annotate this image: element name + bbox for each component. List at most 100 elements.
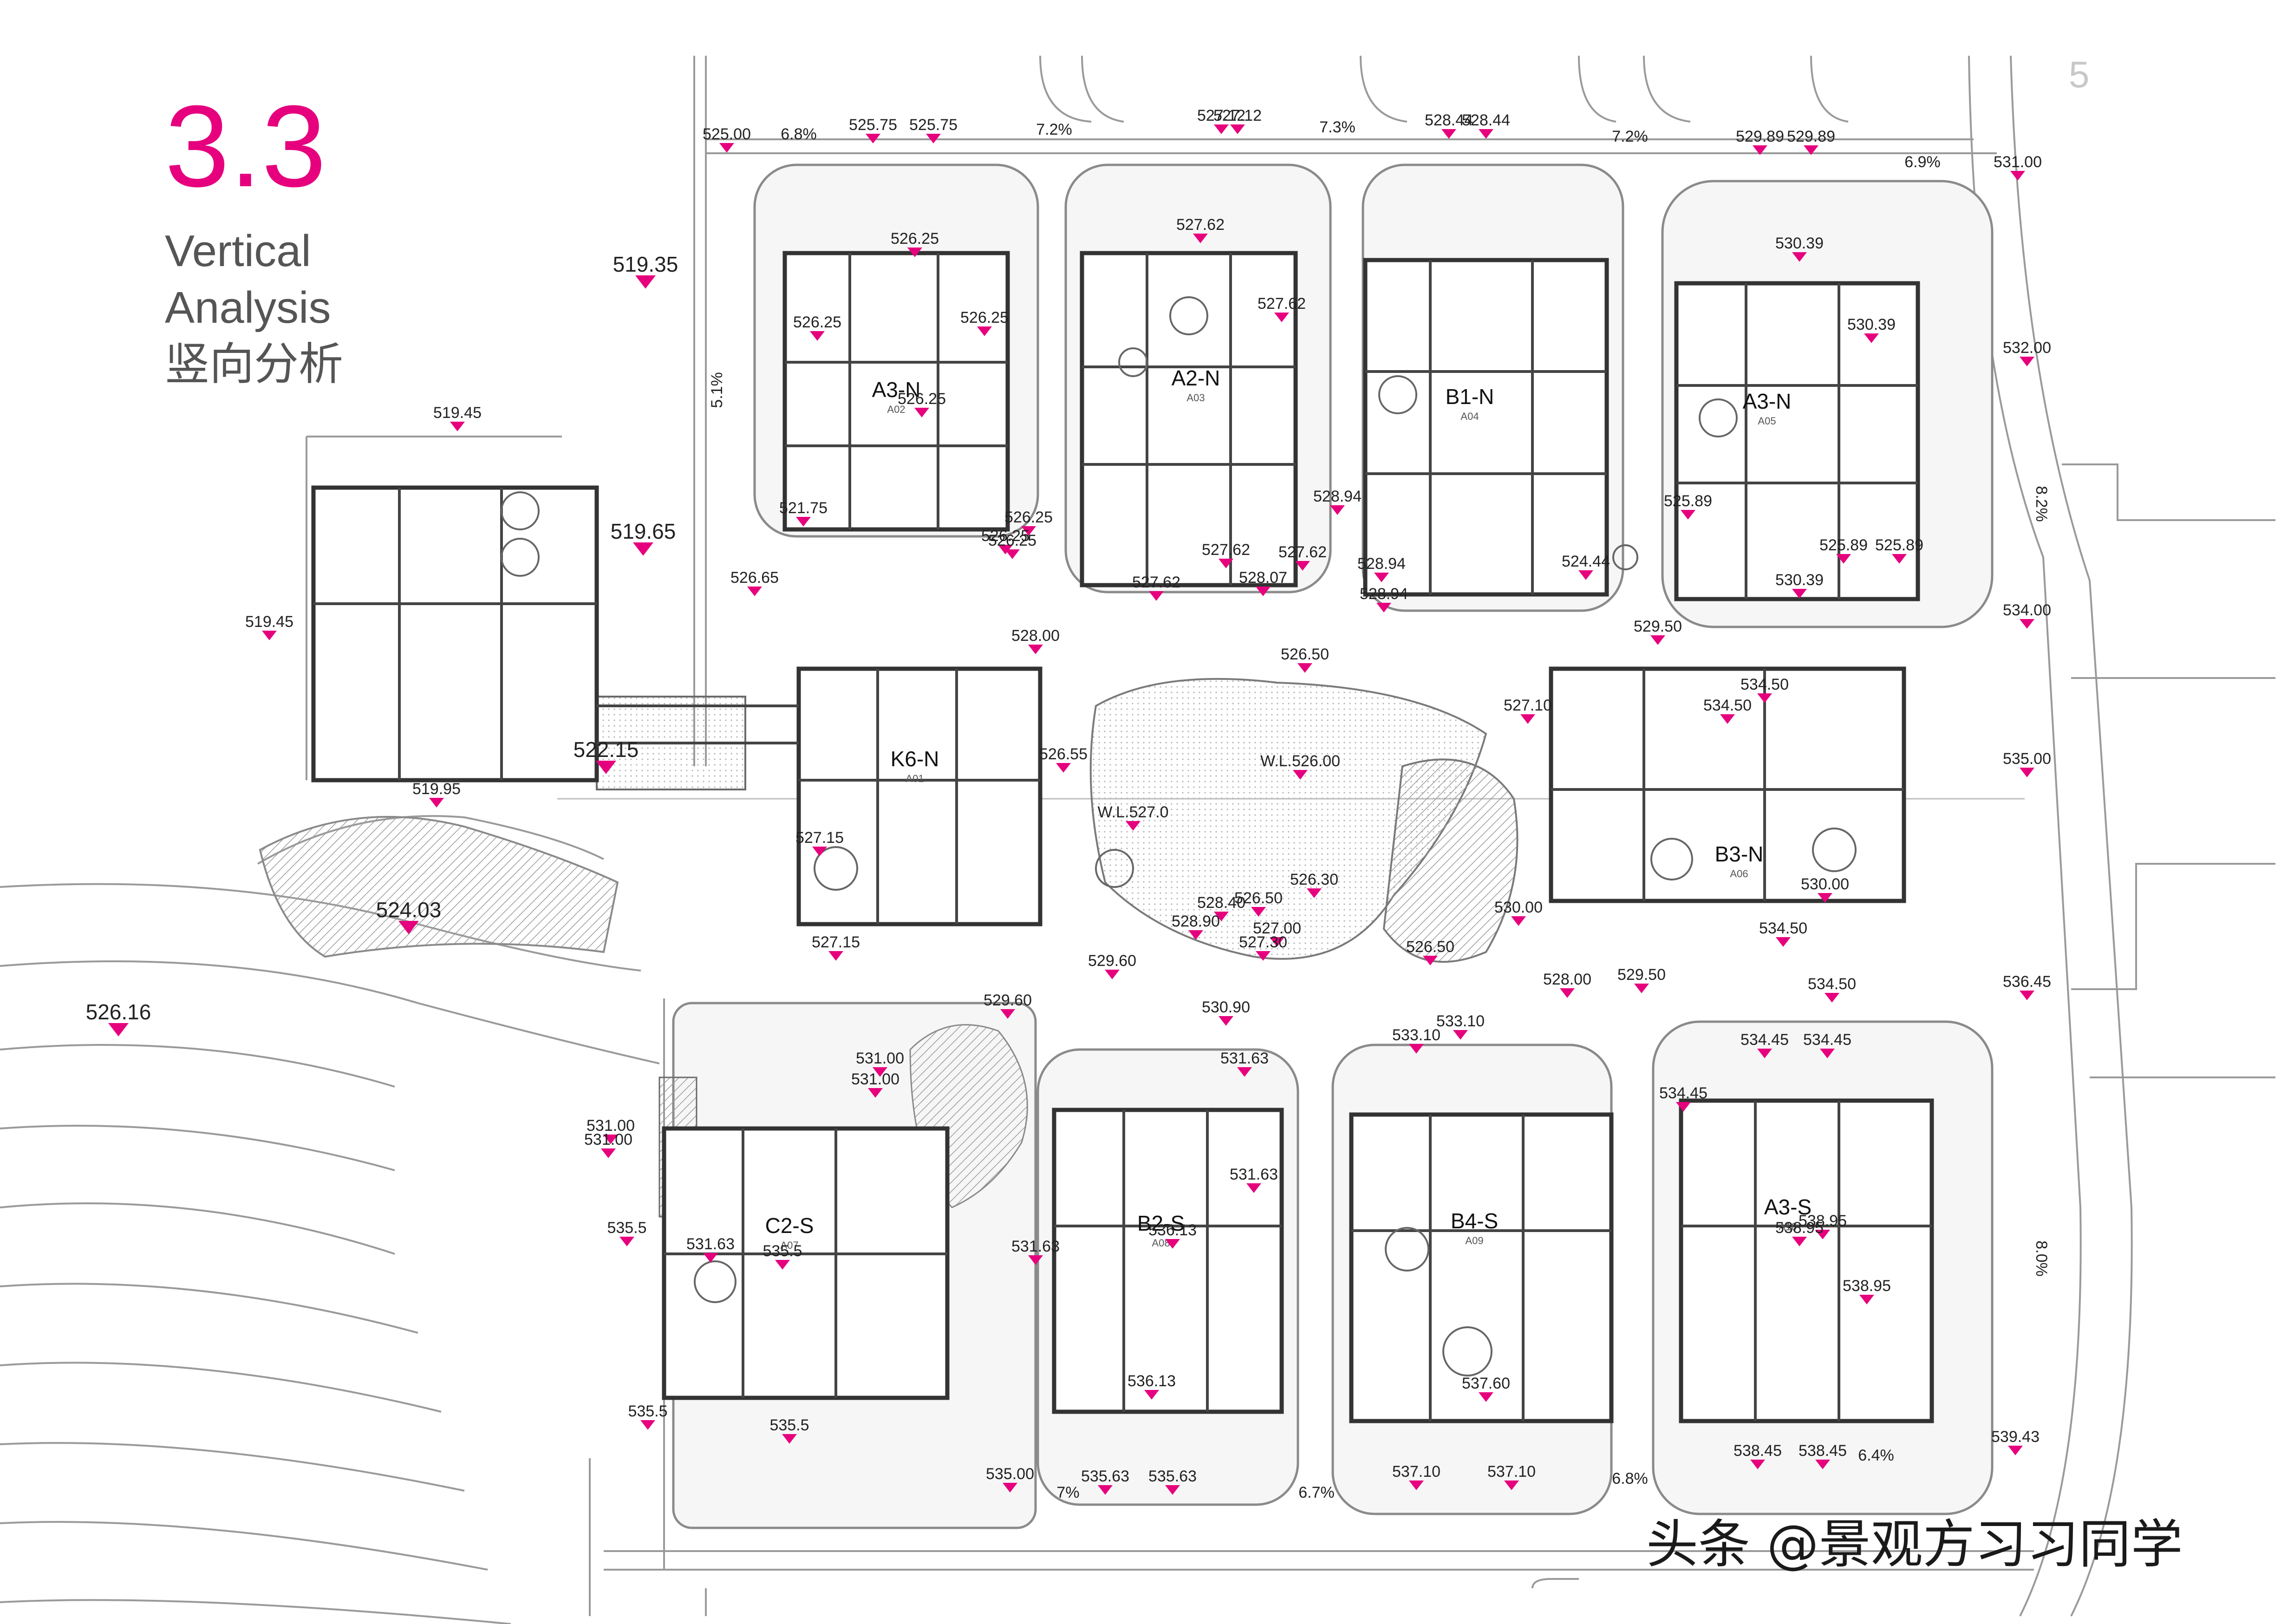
elevation-label: 527.12	[1213, 107, 1262, 124]
building-outlines	[311, 251, 1934, 1423]
elevation-marker-triangle	[1028, 645, 1043, 654]
elevation-marker-triangle	[703, 1253, 718, 1263]
elevation-marker-triangle	[2020, 768, 2034, 777]
elevation-label: 530.39	[1775, 235, 1824, 252]
elevation-label: 538.95	[1843, 1277, 1891, 1295]
unit-label: B2-S	[1137, 1211, 1185, 1235]
elevation-label: 531.63	[1011, 1238, 1060, 1255]
elevation-marker-triangle	[796, 517, 811, 527]
elevation-marker-triangle	[1634, 984, 1649, 993]
elevation-label: 528.00	[1011, 627, 1060, 645]
elevation-marker-triangle	[1098, 1485, 1113, 1495]
elevation-label: W.L.527.0	[1097, 803, 1168, 821]
elevation-label: 535.5	[763, 1242, 802, 1260]
elevation-marker-triangle	[429, 798, 444, 808]
elevation-marker-triangle	[1676, 1102, 1691, 1112]
elevation-label: 531.00	[856, 1050, 904, 1067]
elevation-label: 527.10	[1504, 697, 1552, 714]
unit-label: C2-S	[765, 1213, 814, 1238]
elevation-marker-triangle	[1578, 570, 1593, 580]
elevation-label: 529.89	[1787, 128, 1835, 145]
elevation-marker-triangle	[1859, 1295, 1874, 1304]
elevation-marker-triangle	[1825, 993, 1839, 1003]
unit-label: A2-N	[1172, 366, 1220, 390]
elevation-label: 538.45	[1734, 1442, 1782, 1460]
elevation-marker-triangle	[1804, 145, 1818, 155]
elevation-label: 527.62	[1132, 574, 1180, 591]
elevation-marker-triangle	[1214, 124, 1229, 134]
elevation-marker-triangle	[1757, 693, 1772, 703]
elevation-label: 526.50	[1234, 889, 1283, 907]
elevation-label: 526.50	[1406, 938, 1454, 956]
elevation-label: 528.94	[1360, 585, 1408, 603]
elevation-label: 529.89	[1736, 128, 1784, 145]
page-number: 5	[2069, 54, 2090, 95]
elevation-marker-triangle	[1504, 1481, 1519, 1490]
elevation-label: 525.00	[703, 125, 751, 143]
elevation-marker-triangle	[1270, 937, 1284, 947]
elevation-marker-triangle	[1681, 510, 1695, 520]
elevation-label: 530.00	[1494, 899, 1543, 916]
elevation-marker-triangle	[1237, 1067, 1252, 1077]
elevation-label: 535.63	[1148, 1467, 1197, 1485]
elevation-label: 527.00	[1253, 920, 1301, 937]
elevation-marker-triangle	[1000, 1009, 1015, 1019]
elevation-marker-triangle	[1021, 526, 1036, 536]
elevation-marker-triangle	[2020, 619, 2034, 629]
elevation-marker-triangle	[1297, 663, 1312, 673]
unit-code-label: A05	[1758, 415, 1776, 427]
slope-label: 6.8%	[781, 125, 817, 143]
slope-label: 8.0%	[2033, 1240, 2050, 1277]
elevation-label: 528.94	[1313, 488, 1362, 505]
elevation-label: 538.95	[1775, 1219, 1824, 1237]
elevation-label: 531.63	[1230, 1166, 1278, 1183]
slope-label: 5.1%	[708, 372, 726, 408]
elevation-label: 526.25	[891, 230, 939, 248]
elevation-marker-triangle	[603, 1135, 618, 1144]
elevation-marker-triangle	[1105, 970, 1120, 979]
elevation-label: W.L.526.00	[1260, 752, 1340, 770]
elevation-marker-triangle	[596, 761, 616, 774]
elevation-marker-triangle	[1188, 930, 1203, 940]
unit-code-label: A01	[906, 773, 924, 784]
section-title: Vertical Analysis 竖向分析	[165, 223, 343, 393]
slope-label: 7.2%	[1612, 128, 1648, 145]
elevation-label: 531.00	[1994, 153, 2042, 171]
elevation-label: 526.25	[898, 390, 946, 408]
elevation-label: 535.5	[628, 1402, 667, 1420]
elevation-marker-triangle	[1330, 505, 1345, 515]
elevation-label: 525.75	[909, 116, 958, 134]
elevation-label: 538.95	[1799, 1212, 1847, 1230]
elevation-label: 528.44	[1425, 111, 1473, 129]
elevation-label: 526.25	[960, 309, 1009, 326]
elevation-label: 527.62	[1278, 543, 1327, 561]
elevation-marker-triangle	[747, 587, 762, 596]
elevation-label: 526.50	[1281, 646, 1329, 663]
elevation-label: 531.00	[584, 1131, 632, 1148]
elevation-marker-triangle	[1720, 714, 1735, 724]
slope-label: 6.8%	[1612, 1470, 1648, 1487]
elevation-marker-triangle	[1423, 956, 1438, 965]
elevation-marker-triangle	[2020, 991, 2034, 1000]
elevation-label: 524.03	[376, 898, 442, 922]
elevation-label: 536.45	[2003, 973, 2051, 991]
section-title-line: Vertical	[165, 226, 311, 276]
elevation-label: 519.65	[611, 519, 676, 543]
elevation-marker-triangle	[1757, 1049, 1772, 1058]
elevation-label: 528.40	[1197, 894, 1245, 912]
elevation-label: 534.45	[1740, 1031, 1789, 1049]
elevation-label: 535.5	[769, 1416, 809, 1434]
elevation-marker-triangle	[1028, 1255, 1043, 1265]
elevation-label: 537.60	[1462, 1375, 1510, 1392]
elevation-label: 535.63	[1081, 1467, 1129, 1485]
elevation-marker-triangle	[1750, 1460, 1765, 1469]
elevation-marker-triangle	[866, 134, 880, 143]
elevation-marker-triangle	[828, 951, 843, 961]
elevation-marker-triangle	[1441, 129, 1456, 139]
elevation-label: 519.95	[412, 780, 461, 798]
elevation-label: 535.00	[986, 1465, 1034, 1483]
elevation-marker-triangle	[1650, 635, 1665, 645]
